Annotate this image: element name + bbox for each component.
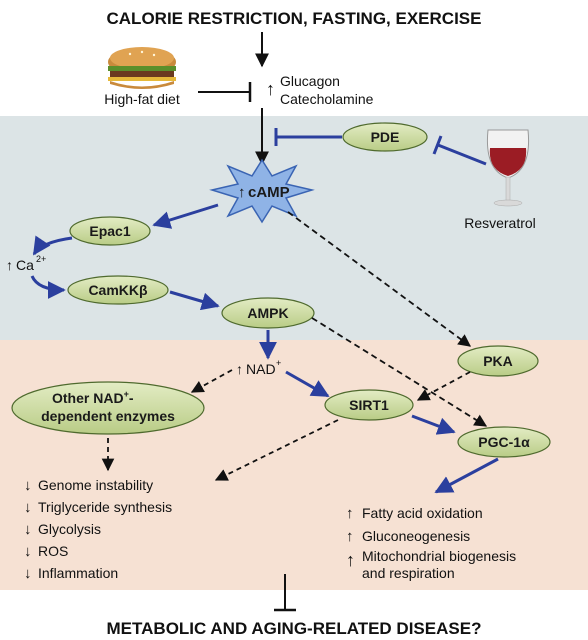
outcome-left-item: Glycolysis bbox=[38, 521, 101, 537]
up-arrow-icon: ↑ bbox=[236, 361, 243, 377]
down-arrow-icon: ↓ bbox=[24, 543, 32, 560]
other-nad-enzymes-line2: dependent enzymes bbox=[41, 408, 175, 424]
up-arrow-icon: ↑ bbox=[238, 184, 246, 201]
pgc1a-label: PGC-1α bbox=[478, 434, 530, 450]
up-arrow-icon: ↑ bbox=[346, 505, 354, 522]
down-arrow-icon: ↓ bbox=[24, 521, 32, 538]
arrow-pgc1a-to-outcomes bbox=[434, 457, 499, 494]
sirt1-node bbox=[324, 389, 414, 421]
other-nad-enzymes-line1: Other NAD+- bbox=[52, 389, 134, 406]
camkk-label: CamKKβ bbox=[88, 282, 148, 298]
right-outcomes-list: ↑ Fatty acid oxidation ↑ Gluconeogenesis… bbox=[346, 505, 516, 581]
pka-node bbox=[457, 345, 539, 377]
camp-star bbox=[209, 158, 315, 224]
epac1-node bbox=[69, 216, 151, 246]
pka-label: PKA bbox=[483, 353, 513, 369]
sirt1-label: SIRT1 bbox=[349, 397, 389, 413]
down-arrow-icon: ↓ bbox=[24, 499, 32, 516]
up-arrow-icon: ↑ bbox=[346, 550, 355, 570]
arrow-epac1-to-calcium bbox=[32, 235, 73, 256]
pde-node bbox=[342, 122, 428, 152]
catecholamine-label: Catecholamine bbox=[280, 91, 374, 107]
arrow-nad-to-sirt1 bbox=[285, 370, 330, 398]
arrow-ampk-to-pgc1a bbox=[311, 317, 488, 427]
outcome-left-item: Triglyceride synthesis bbox=[38, 499, 172, 515]
other-nad-enzymes-node bbox=[11, 381, 205, 435]
outcome-right-item: and respiration bbox=[362, 565, 455, 581]
outcome-right-item: Mitochondrial biogenesis bbox=[362, 548, 516, 564]
calcium-superscript: 2+ bbox=[36, 254, 46, 264]
bottom-title: METABOLIC AND AGING-RELATED DISEASE? bbox=[107, 619, 482, 638]
arrow-pka-to-sirt1 bbox=[416, 371, 471, 401]
top-title: CALORIE RESTRICTION, FASTING, EXERCISE bbox=[107, 9, 482, 28]
resveratrol-inhibition-bar bbox=[432, 135, 443, 155]
resveratrol-label: Resveratrol bbox=[464, 215, 536, 231]
up-arrow-icon: ↑ bbox=[6, 257, 13, 273]
outcome-left-item: ROS bbox=[38, 543, 68, 559]
outcome-left-item: Genome instability bbox=[38, 477, 153, 493]
ampk-label: AMPK bbox=[247, 305, 288, 321]
glucagon-label: Glucagon bbox=[280, 73, 340, 89]
down-arrow-icon: ↓ bbox=[24, 565, 32, 582]
arrow-sirt1-to-outcomes bbox=[214, 419, 339, 481]
up-arrow-icon: ↑ bbox=[346, 528, 354, 545]
ampk-node bbox=[221, 297, 315, 329]
pgc1a-node bbox=[457, 426, 551, 458]
outcome-right-item: Gluconeogenesis bbox=[362, 528, 470, 544]
burger-icon bbox=[108, 47, 176, 89]
arrow-calcium-to-camkk bbox=[30, 275, 66, 299]
high-fat-diet-label: High-fat diet bbox=[104, 91, 180, 107]
camp-label: cAMP bbox=[248, 184, 290, 201]
arrow-sirt1-to-pgc1a bbox=[411, 414, 456, 435]
wine-glass-icon bbox=[486, 129, 530, 207]
down-arrow-icon: ↓ bbox=[24, 477, 32, 494]
nad-label: NAD bbox=[246, 361, 276, 377]
epac1-label: Epac1 bbox=[89, 223, 130, 239]
outcome-left-item: Inflammation bbox=[38, 565, 118, 581]
resveratrol-inhibition-line bbox=[437, 143, 487, 166]
pde-label: PDE bbox=[371, 129, 400, 145]
nad-superscript: + bbox=[276, 358, 281, 368]
outcome-right-item: Fatty acid oxidation bbox=[362, 505, 483, 521]
arrow-camkk-to-ampk bbox=[169, 290, 220, 311]
calcium-label: Ca bbox=[16, 257, 34, 273]
arrow-camp-to-epac1 bbox=[152, 203, 219, 229]
arrow-camp-to-pka bbox=[287, 211, 472, 347]
up-arrow-icon: ↑ bbox=[266, 79, 275, 99]
camkk-node bbox=[67, 275, 169, 305]
arrow-nad-to-other-enzymes bbox=[190, 369, 233, 393]
left-outcomes-list: ↓ Genome instability ↓ Triglyceride synt… bbox=[24, 477, 172, 582]
